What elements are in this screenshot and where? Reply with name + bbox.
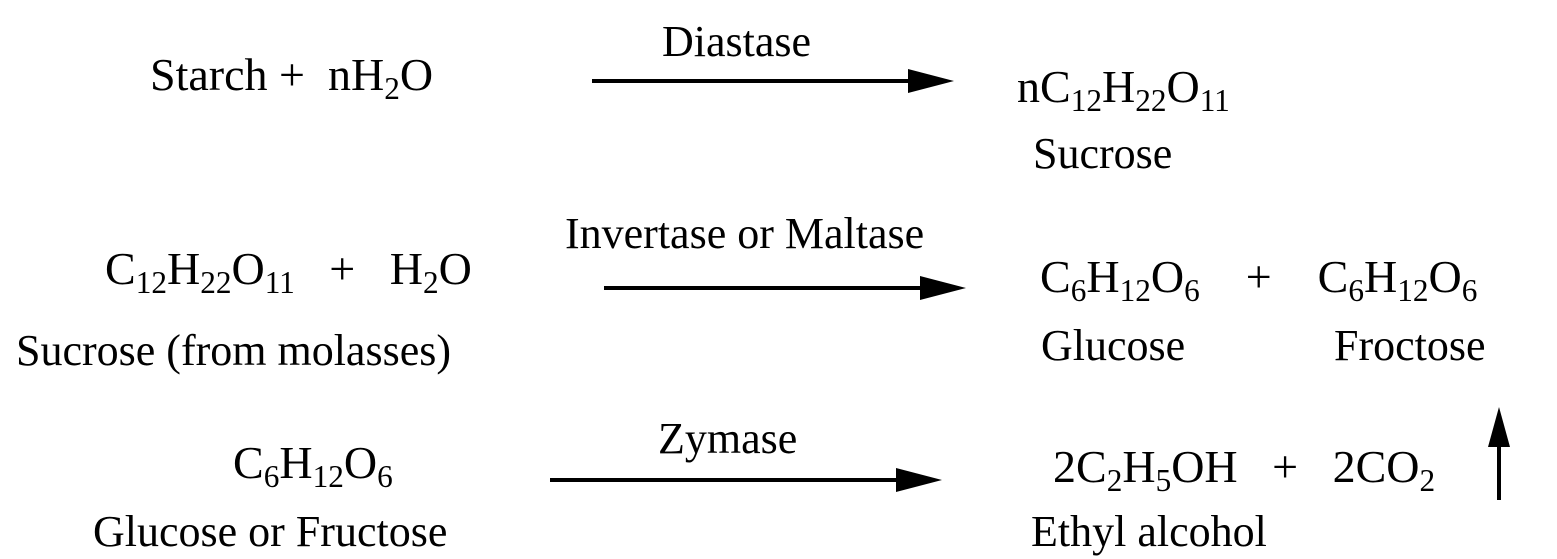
reaction-arrow-2 [604,276,966,300]
sucrose-formula: C12H22O11 [105,243,295,300]
reactant-name-3: Glucose or Fructose [93,507,448,556]
product-name-ethanol: Ethyl alcohol [1031,507,1267,556]
product-name-1: Sucrose [1033,129,1173,178]
plus-sign: + [1272,441,1299,492]
product-formula-1: nC12H22O11 [1017,61,1230,118]
water-formula: nH2O [327,49,434,106]
product-name-fructose: Froctose [1334,321,1486,370]
reaction2-reactants: C12H22O11 + H2O [105,243,472,300]
products-formula-2: C6H12O6 + C6H12O6 [1040,251,1478,308]
reaction3-reactant: C6H12O6 [233,437,393,494]
ethanol-formula: 2C2H5OH [1053,441,1238,498]
reaction-arrow-1 [592,69,954,93]
up-arrow-icon [1488,407,1510,500]
co2-formula: 2CO2 [1332,441,1436,498]
reactant-name-2: Sucrose (from molasses) [16,326,452,375]
products-formula-3: 2C2H5OH + 2CO2 [1053,441,1436,498]
catalyst-label-2: Invertase or Maltase [565,209,925,258]
reaction-arrow-3 [550,468,942,492]
reactant-starch: Starch [150,49,268,100]
fructose-formula: C6H12O6 [1317,251,1478,308]
catalyst-label-1: Diastase [662,17,812,66]
plus-sign: + [329,243,356,294]
water-formula: H2O [389,243,472,300]
product-name-glucose: Glucose [1041,321,1186,370]
reaction1-reactants: Starch + nH2O [150,49,434,106]
plus-sign: + [279,49,305,100]
glucose-formula: C6H12O6 [1040,251,1200,308]
plus-sign: + [1245,251,1272,302]
catalyst-label-3: Zymase [658,414,798,463]
